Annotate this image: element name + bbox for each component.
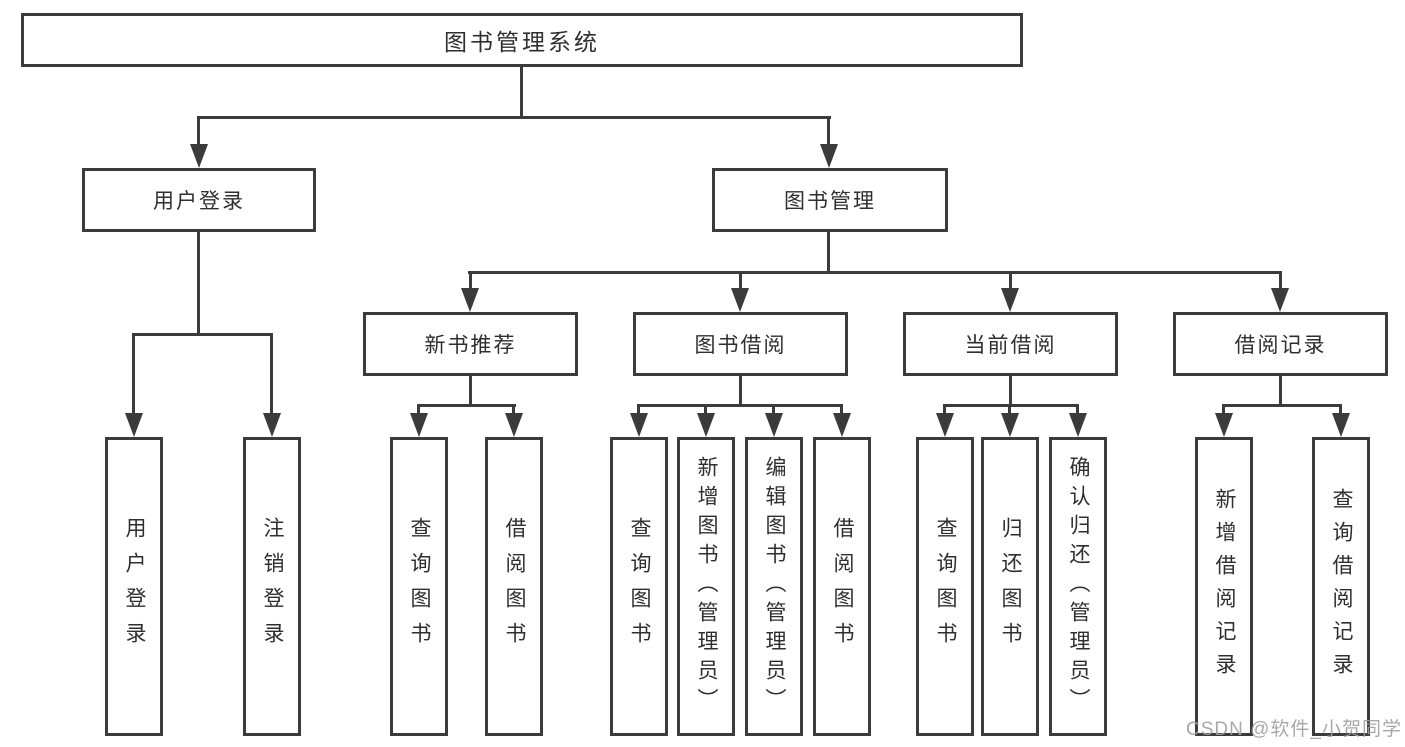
arrowhead-down-leaf	[765, 413, 783, 437]
leaf-borrow-book-borrowing-label: 借阅图书	[831, 516, 854, 657]
arrowhead-down-leaf	[1001, 413, 1019, 437]
arrowhead-down-leaf	[833, 413, 851, 437]
connector-current-borrow-horizontal	[943, 404, 1079, 407]
leaf-borrow-book-recommend: 借阅图书	[485, 437, 543, 736]
node-book-management-label: 图书管理	[784, 190, 876, 213]
arrowhead-down-leaf	[505, 413, 523, 437]
leaf-query-book-recommend: 查询图书	[390, 437, 448, 736]
connector-stub	[1339, 404, 1342, 416]
leaf-edit-book-admin-label: 编辑图书（管理员）	[763, 456, 786, 717]
connector-new-book-stub	[469, 271, 472, 291]
arrowhead-down-leaf	[630, 413, 648, 437]
leaf-query-book-borrowing-label: 查询图书	[628, 516, 651, 657]
connector-borrow-record-horizontal	[1222, 404, 1342, 407]
arrowhead-down-book-mgmt	[820, 144, 838, 168]
connector-stub	[1008, 404, 1011, 416]
leaf-borrow-book-recommend-label: 借阅图书	[503, 516, 526, 657]
arrowhead-down-leaf	[410, 413, 428, 437]
connector-level3-horizontal	[468, 271, 1282, 274]
leaf-user-login-label: 用户登录	[123, 516, 146, 657]
arrowhead-down-leaf	[697, 413, 715, 437]
connector-stub	[1076, 404, 1079, 416]
arrowhead-down-leaf	[1332, 413, 1350, 437]
connector-book-borrow-horizontal	[637, 404, 843, 407]
leaf-confirm-return-admin: 确认归还（管理员）	[1049, 437, 1107, 736]
connector-stub	[1222, 404, 1225, 416]
leaf-add-borrow-record: 新增借阅记录	[1195, 437, 1253, 736]
arrowhead-down-current-borrow	[1001, 288, 1019, 312]
connector-user-login-down	[197, 230, 200, 336]
leaf-logout-label: 注销登录	[261, 516, 284, 657]
leaf-logout: 注销登录	[243, 437, 301, 736]
connector-user-login-stub	[197, 116, 200, 146]
connector-book-mgmt-stub	[827, 116, 830, 146]
connector-leaf-login-stub	[132, 333, 135, 415]
node-new-book-recommend: 新书推荐	[363, 312, 578, 376]
leaf-query-book-borrowing: 查询图书	[610, 437, 668, 736]
arrowhead-down-user-login	[190, 144, 208, 168]
node-root-label: 图书管理系统	[444, 29, 600, 55]
connector-stub	[840, 404, 843, 416]
node-user-login: 用户登录	[82, 168, 316, 232]
connector-leaf-logout-stub	[270, 333, 273, 415]
node-user-login-label: 用户登录	[153, 190, 245, 213]
node-current-borrowing: 当前借阅	[903, 312, 1118, 376]
leaf-add-book-admin-label: 新增图书（管理员）	[695, 456, 718, 717]
arrowhead-down-leaf	[936, 413, 954, 437]
connector-borrow-record-stub	[1279, 271, 1282, 291]
node-borrowing-records: 借阅记录	[1173, 312, 1388, 376]
connector-root-vertical	[520, 66, 523, 118]
arrowhead-down-leaf	[1215, 413, 1233, 437]
csdn-watermark: CSDN @软件_小贺同学	[1186, 719, 1402, 740]
leaf-query-book-current-label: 查询图书	[934, 516, 957, 657]
leaf-query-borrow-record-label: 查询借阅记录	[1330, 487, 1353, 686]
connector-stub	[637, 404, 640, 416]
leaf-edit-book-admin: 编辑图书（管理员）	[745, 437, 803, 736]
arrowhead-down-book-borrow	[731, 288, 749, 312]
leaf-query-book-recommend-label: 查询图书	[408, 516, 431, 657]
connector-stub	[512, 404, 515, 416]
node-book-borrowing-label: 图书借阅	[694, 334, 787, 357]
connector-book-borrow-down	[739, 374, 742, 406]
node-book-management: 图书管理	[712, 168, 948, 232]
leaf-confirm-return-admin-label: 确认归还（管理员）	[1067, 456, 1090, 717]
leaf-add-book-admin: 新增图书（管理员）	[677, 437, 735, 736]
connector-book-mgmt-down	[827, 230, 830, 274]
connector-user-login-horizontal	[132, 333, 273, 336]
node-current-borrowing-label: 当前借阅	[964, 334, 1057, 357]
arrowhead-down-borrow-record	[1271, 288, 1289, 312]
connector-new-book-down	[469, 374, 472, 406]
arrowhead-down-leaf-login	[125, 413, 143, 437]
connector-stub	[943, 404, 946, 416]
connector-new-book-horizontal	[417, 404, 516, 407]
arrowhead-down-leaf	[1069, 413, 1087, 437]
arrowhead-down-new-book	[461, 288, 479, 312]
connector-book-borrow-stub	[739, 271, 742, 291]
connector-stub	[704, 404, 707, 416]
arrowhead-down-leaf-logout	[263, 413, 281, 437]
leaf-add-borrow-record-label: 新增借阅记录	[1213, 487, 1236, 686]
leaf-return-book: 归还图书	[981, 437, 1039, 736]
node-root-library-system: 图书管理系统	[21, 13, 1023, 67]
node-book-borrowing: 图书借阅	[633, 312, 848, 376]
connector-stub	[772, 404, 775, 416]
leaf-borrow-book-borrowing: 借阅图书	[813, 437, 871, 736]
connector-level1-horizontal	[197, 116, 831, 119]
leaf-query-book-current: 查询图书	[916, 437, 974, 736]
connector-stub	[417, 404, 420, 416]
node-borrowing-records-label: 借阅记录	[1234, 334, 1327, 357]
node-new-book-recommend-label: 新书推荐	[424, 334, 517, 357]
connector-current-borrow-stub	[1009, 271, 1012, 291]
connector-current-borrow-down	[1009, 374, 1012, 406]
leaf-query-borrow-record: 查询借阅记录	[1312, 437, 1370, 736]
leaf-return-book-label: 归还图书	[999, 516, 1022, 657]
leaf-user-login: 用户登录	[105, 437, 163, 736]
connector-borrow-record-down	[1279, 374, 1282, 406]
